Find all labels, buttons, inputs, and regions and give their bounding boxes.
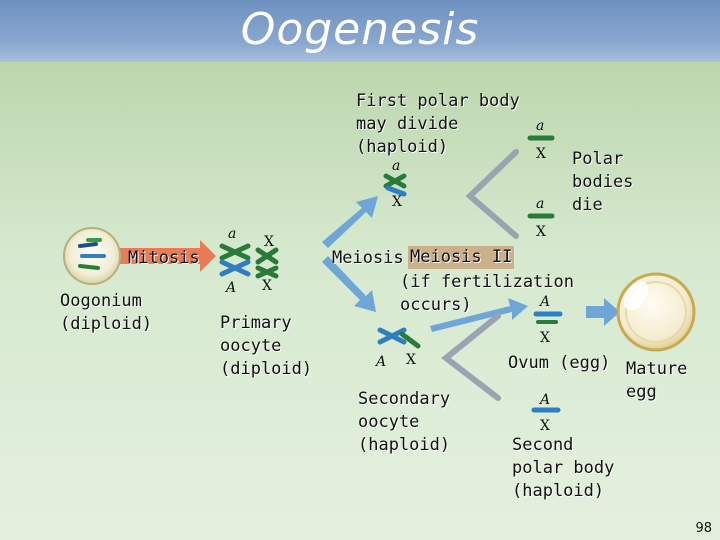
- primary-gene-A: A: [224, 280, 236, 296]
- first-polar-gene-a: a: [392, 158, 400, 174]
- polar-bodies-die-label: Polar bodies die: [572, 149, 634, 215]
- first-polar-division-connector: [465, 149, 519, 239]
- second-polar-gene-x: X: [540, 418, 550, 434]
- primary-oocyte-label: Primary oocyte (diploid): [220, 313, 313, 379]
- mitosis-label: Mitosis: [128, 248, 200, 268]
- maturation-arrow: [586, 298, 620, 326]
- polar-bottom-gene-x: X: [536, 224, 546, 240]
- arrows: [118, 196, 620, 332]
- second-polar-body-chromosome: A X: [531, 392, 561, 434]
- polar-bottom-gene-a: a: [536, 196, 544, 212]
- first-polar-gene-x: X: [392, 194, 402, 210]
- polar-top-gene-x: X: [536, 146, 546, 162]
- polar-top-gene-a: a: [536, 118, 544, 134]
- meiosis-one-arrow-down: [322, 256, 376, 312]
- page-title: Oogenesis: [240, 4, 480, 55]
- mature-egg: [616, 272, 696, 352]
- primary-oocyte-chromosomes: a X A X: [219, 226, 279, 296]
- division-connectors: [441, 149, 519, 401]
- ovum-label: Ovum (egg): [508, 353, 611, 373]
- second-division-connector: [441, 313, 501, 401]
- meiosis-one-arrow-up: [322, 196, 378, 248]
- second-polar-body-label: Second polar body (haploid): [512, 435, 615, 501]
- primary-gene-x-bottom: X: [262, 278, 272, 294]
- secondary-oocyte-chromosome: A X: [374, 327, 421, 370]
- first-polar-body-label: First polar body may divide (haploid): [356, 91, 520, 157]
- secondary-gene-x: X: [406, 352, 416, 368]
- first-polar-body-chromosome: a X: [383, 158, 407, 210]
- polar-body-bottom: a X: [527, 196, 555, 240]
- fertilization-label: (if fertilization occurs): [400, 272, 574, 315]
- polar-body-top: a X: [527, 118, 555, 162]
- ovum-gene-x: X: [540, 330, 550, 346]
- primary-gene-a: a: [228, 226, 236, 242]
- mitosis-arrow: [118, 240, 216, 272]
- ovum-chromosome: A X: [533, 294, 563, 346]
- secondary-oocyte-label: Secondary oocyte (haploid): [358, 389, 451, 455]
- meiosis-two-label: Meiosis II: [408, 246, 515, 269]
- secondary-gene-A: A: [374, 354, 386, 370]
- oogonium-label: Oogonium (diploid): [60, 291, 153, 334]
- mature-egg-label: Mature egg: [626, 359, 688, 402]
- primary-gene-x-top: X: [264, 234, 274, 250]
- title-bar: Oogenesis: [0, 0, 720, 62]
- meiosis-two-arrow: [430, 298, 528, 332]
- second-polar-gene-A: A: [538, 392, 550, 408]
- ovum-gene-A: A: [538, 294, 550, 310]
- page-number: 98: [695, 521, 712, 536]
- oogonium-cell: [63, 227, 121, 285]
